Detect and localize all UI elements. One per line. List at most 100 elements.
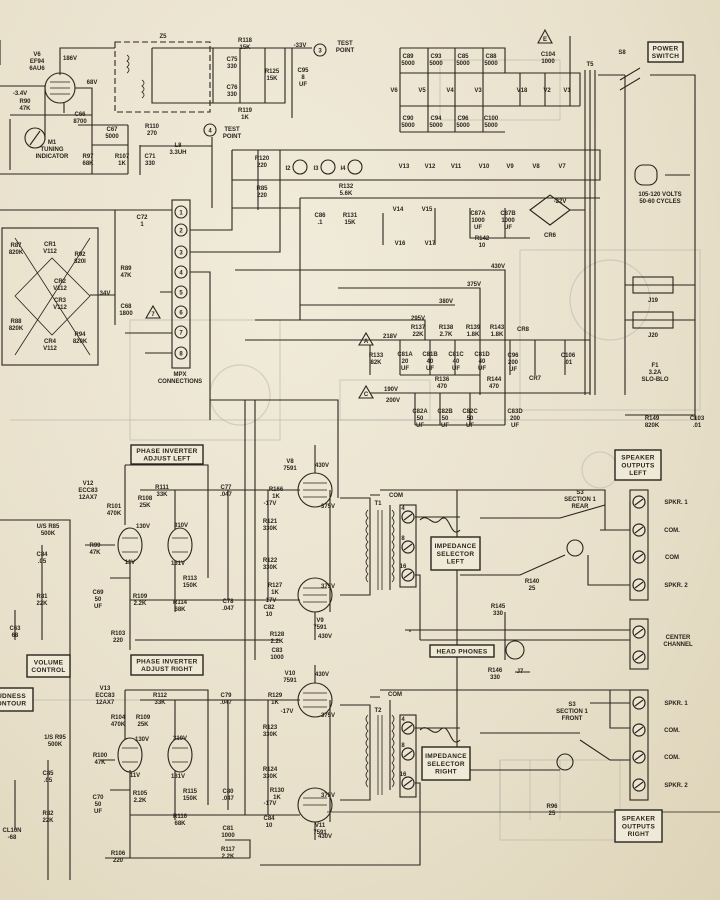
label-v15: V15 [422, 207, 433, 213]
label-r103-1: 220 [113, 638, 124, 644]
label-j7: J7 [517, 669, 524, 675]
mpx-pin-number: 5 [179, 290, 183, 296]
label-v11-1: 7591 [313, 830, 327, 836]
label-r106: R106 [111, 851, 126, 857]
mpx-pin-5: 5 [174, 285, 188, 299]
label-c82b-2: UF [441, 423, 449, 429]
label-s3l: S3 [576, 490, 584, 496]
label-c89-1: 5000 [401, 61, 415, 67]
label-b218: 218V [383, 334, 397, 340]
mpx-pin-3: 3 [174, 245, 188, 259]
label-f1: F1 [651, 363, 659, 369]
label-c96: C96 [507, 353, 519, 359]
mpx-pin-6: 6 [174, 305, 188, 319]
label-r149: R149 [645, 416, 660, 422]
label-r130: R130 [270, 788, 285, 794]
mpx-pin-number: 6 [179, 310, 183, 316]
label-v12-1: ECC83 [78, 488, 98, 494]
label-v9h: V9 [506, 164, 514, 170]
label-v1: V1 [563, 88, 571, 94]
test-point-4-number: 4 [208, 129, 212, 135]
label-r112-1: 33K [154, 700, 166, 706]
phase-left-text: ADJUST LEFT [143, 456, 190, 463]
label-v3: V3 [474, 88, 482, 94]
label-cr2: CR2 [54, 279, 67, 285]
label-cl: CL10N [2, 828, 21, 834]
label-r142-1: 10 [479, 243, 486, 249]
label-c70-1: 50 [95, 802, 102, 808]
label-v9: V9 [316, 618, 324, 624]
label-c75-1: 330 [227, 64, 238, 70]
test-point-3[interactable]: 3 [313, 43, 327, 57]
label-r110: R110 [145, 124, 160, 130]
label-spklc2: COM [665, 555, 679, 561]
label-r107-1: 1K [118, 161, 126, 167]
tap-label: 4 [401, 506, 405, 512]
label-v8_375: 375V [321, 504, 335, 510]
label-r105: R105 [133, 791, 148, 797]
label-c81d-1: 40 [479, 359, 486, 365]
label-i4: I4 [340, 166, 346, 172]
label-r81: R81 [36, 594, 48, 600]
mpx-pin-number: 1 [179, 210, 183, 216]
label-v7: V7 [558, 164, 566, 170]
label-c90: C90 [402, 116, 414, 122]
label-r127: R127 [268, 583, 283, 589]
label-r149-1: 820K [645, 423, 660, 429]
label-v8: V8 [286, 459, 294, 465]
label-l8: L8 [174, 143, 182, 149]
label-c79: C79 [220, 693, 232, 699]
label-s3l-2: REAR [571, 504, 589, 510]
label-m1-2: INDICATOR [36, 154, 69, 160]
label-v5: V5 [418, 88, 426, 94]
label-r138: R138 [439, 325, 454, 331]
label-r128-1: 2.2K [271, 639, 284, 645]
label-c90-1: 5000 [401, 123, 415, 129]
test-point-3-number: 3 [318, 49, 322, 55]
label-r116-1: 68K [174, 821, 186, 827]
label-r94: R94 [74, 332, 86, 338]
label-r109l: R109 [133, 594, 148, 600]
spk-right-text: SPEAKER [622, 816, 656, 823]
label-r132-1: 5.6K [340, 191, 353, 197]
label-mpx: MPX [173, 372, 186, 378]
label-spklc1: COM. [664, 528, 680, 534]
label-v9_375: 375V [321, 584, 335, 590]
mpx-pin-2: 2 [174, 223, 188, 237]
headphone-jack-icon [505, 640, 525, 660]
label-r81-1: 22K [36, 601, 48, 607]
label-r88: R88 [10, 319, 22, 325]
label-r125-1: 15K [266, 76, 278, 82]
label-j20: J20 [648, 333, 659, 339]
label-c63-1: 68 [12, 633, 19, 639]
power-switch-text: POWER [652, 46, 678, 53]
label-c87b-1: 1000 [501, 218, 515, 224]
label-c83d: C83D [507, 409, 523, 415]
screw-terminal [632, 750, 646, 764]
label-cr3-1: V112 [53, 305, 67, 311]
label-c103-1: .01 [693, 423, 702, 429]
label-r130: 130V [135, 737, 149, 743]
label-r108: R108 [138, 496, 153, 502]
label-r94-1: 820K [73, 339, 88, 345]
label-r104: R104 [111, 715, 126, 721]
label-c81c-1: 40 [453, 359, 460, 365]
label-v12h: V12 [425, 164, 436, 170]
label-r89: R89 [120, 266, 132, 272]
test-point-4[interactable]: 4 [203, 123, 217, 137]
label-spkrc2: COM. [664, 755, 680, 761]
label-v6-1: EF94 [30, 59, 45, 65]
label-r100: R100 [93, 753, 108, 759]
label-c96h: C96 [457, 116, 469, 122]
label-s8: S8 [618, 50, 626, 56]
label-v13-1: ECC83 [95, 693, 115, 699]
label-r109r-1: 25K [137, 722, 149, 728]
marker-a-icon [358, 331, 374, 346]
label-r90-1: 47K [19, 106, 31, 112]
label-cr8: CR8 [517, 327, 530, 333]
